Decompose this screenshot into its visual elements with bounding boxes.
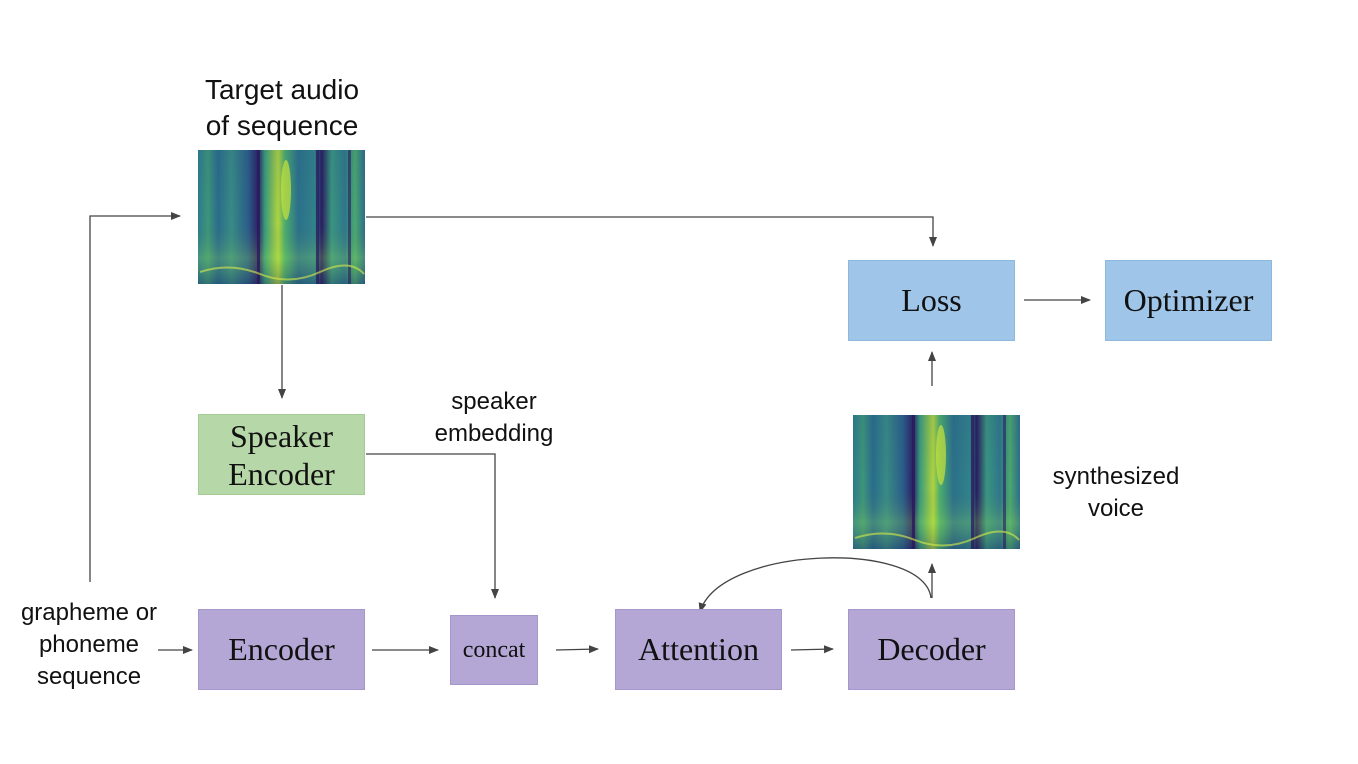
- speaker-embedding-label: speaker embedding: [420, 386, 568, 450]
- input-sequence-label: grapheme or phoneme sequence: [4, 597, 174, 693]
- synthesized-voice-label-line-2: voice: [1087, 495, 1145, 522]
- concat-box: concat: [450, 615, 538, 685]
- arrow-speaker-embedding-to-concat: [366, 453, 499, 599]
- optimizer-box: Optimizer: [1105, 260, 1272, 341]
- target-audio-label-line-2: of sequence: [205, 110, 359, 141]
- input-sequence-label-line-3: sequence: [36, 663, 142, 690]
- loss-box: Loss: [848, 260, 1015, 341]
- arrow-input-to-target: [89, 212, 181, 582]
- synthesized-voice-label: synthesized voice: [1036, 461, 1196, 525]
- attention-box: Attention: [615, 609, 782, 690]
- optimizer-label: Optimizer: [1123, 282, 1254, 318]
- target-audio-label-line-1: Target audio: [204, 74, 360, 105]
- target-audio-label: Target audio of sequence: [188, 72, 376, 144]
- synthesized-voice-label-line-1: synthesized: [1052, 463, 1180, 490]
- arrow-concat-to-attention: [555, 645, 599, 654]
- decoder-label: Decoder: [877, 631, 986, 667]
- synthesized-spectrogram: [853, 415, 1020, 549]
- input-sequence-label-line-1: grapheme or: [20, 599, 158, 626]
- speaker-encoder-label-line-2: Encoder: [228, 455, 335, 492]
- encoder-label: Encoder: [228, 631, 335, 667]
- attention-label: Attention: [638, 631, 759, 667]
- encoder-box: Encoder: [198, 609, 365, 690]
- loss-label: Loss: [901, 282, 962, 318]
- speaker-encoder-box: Speaker Encoder: [198, 414, 365, 495]
- arrow-target-to-loss: [366, 216, 937, 247]
- speaker-embedding-label-line-2: embedding: [434, 420, 554, 447]
- speaker-encoder-label-line-1: Speaker: [229, 417, 334, 454]
- input-sequence-label-line-2: phoneme: [38, 631, 140, 658]
- arrow-attention-to-decoder: [790, 645, 834, 654]
- speaker-embedding-label-line-1: speaker: [451, 388, 537, 415]
- target-spectrogram: [198, 150, 365, 284]
- arrow-decoder-feedback-to-attention: [698, 557, 932, 613]
- decoder-box: Decoder: [848, 609, 1015, 690]
- concat-label: concat: [462, 636, 526, 663]
